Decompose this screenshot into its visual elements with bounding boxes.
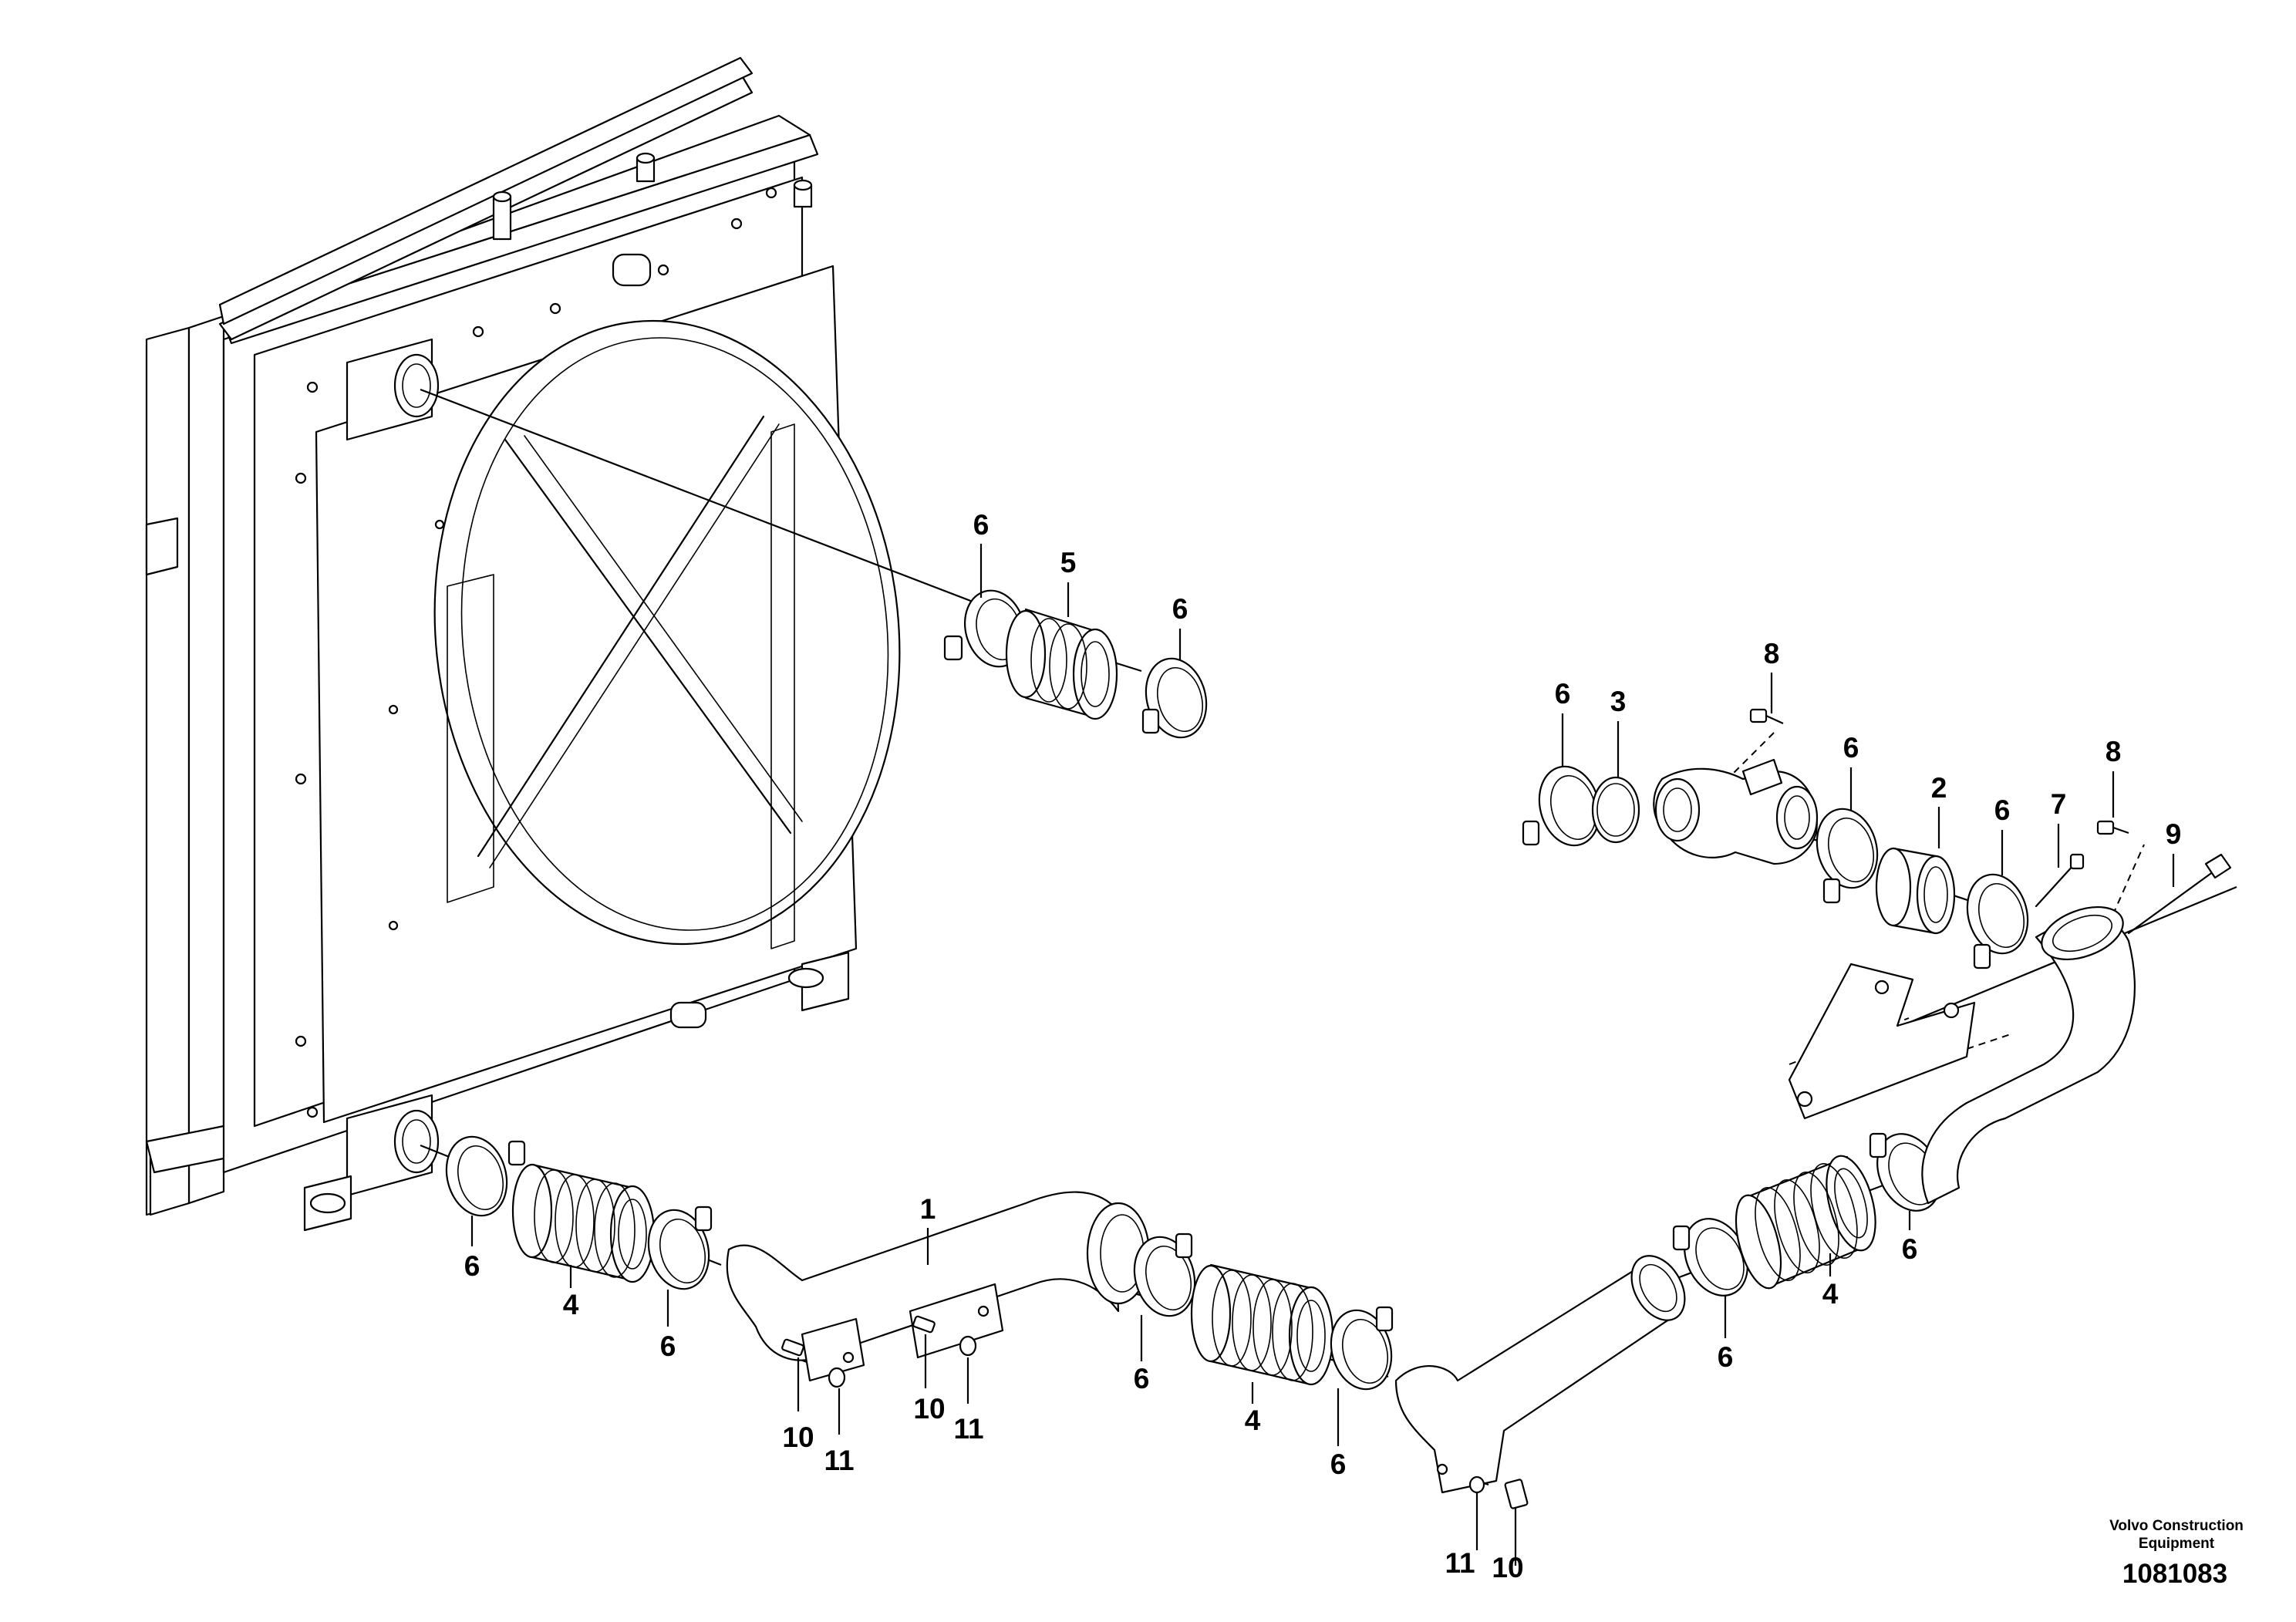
middle-hose-group — [1133, 1233, 1394, 1391]
callout-6: 6 — [1555, 678, 1571, 710]
sleeve-2 — [1875, 847, 1956, 935]
clamp-6-right-upper-mid — [1816, 808, 1879, 904]
frame-bolts — [295, 187, 777, 1118]
brand-line-2: Equipment — [2139, 1536, 2215, 1552]
callout-10: 10 — [913, 1393, 945, 1425]
callout-4: 4 — [1822, 1278, 1839, 1310]
bellows-4-middle — [1190, 1263, 1334, 1386]
callout-11: 11 — [1445, 1547, 1475, 1579]
callout-labels: 6 5 6 8 6 3 6 2 6 7 8 9 1 6 4 6 10 11 10… — [464, 509, 2182, 1583]
right-upper-group — [1522, 708, 2232, 969]
callout-10: 10 — [782, 1421, 814, 1453]
bellows-4-right — [1735, 1155, 1876, 1290]
callout-6: 6 — [1843, 732, 1859, 764]
callout-6: 6 — [1134, 1363, 1150, 1394]
callout-6: 6 — [1718, 1341, 1734, 1373]
callout-10: 10 — [1492, 1552, 1523, 1583]
footer-block: Volvo Construction Equipment 1081083 — [2109, 1518, 2244, 1589]
clamp-6-right-upper-right — [1966, 873, 2029, 969]
callout-6: 6 — [464, 1250, 480, 1282]
clamp-6-middle-left — [1133, 1233, 1196, 1317]
callout-3: 3 — [1610, 686, 1627, 717]
document-number: 1081083 — [2122, 1559, 2227, 1589]
callout-6: 6 — [1994, 794, 2011, 826]
clamp-6-upper-right — [1141, 657, 1208, 739]
clamp-6-middle-right — [1330, 1306, 1394, 1391]
bolt-7 — [2035, 853, 2085, 908]
o-ring-3 — [1591, 776, 1640, 844]
callout-4: 4 — [563, 1289, 579, 1320]
radiator-assembly — [145, 56, 901, 1232]
callout-8: 8 — [2106, 736, 2122, 767]
callout-6: 6 — [1172, 593, 1188, 625]
bolt-8-upper — [1749, 708, 1784, 725]
bolt-8-right — [2096, 820, 2129, 835]
callout-1: 1 — [920, 1193, 936, 1225]
callout-6: 6 — [1330, 1448, 1347, 1480]
callout-5: 5 — [1060, 547, 1077, 578]
callout-11: 11 — [953, 1413, 983, 1445]
callout-4: 4 — [1245, 1404, 1261, 1436]
callout-9: 9 — [2166, 818, 2182, 850]
callout-6: 6 — [660, 1330, 676, 1362]
right-elbow-assembly — [1788, 906, 2136, 1205]
callout-7: 7 — [2051, 788, 2067, 820]
elbow-connector — [1653, 758, 1819, 865]
callout-11: 11 — [824, 1445, 854, 1476]
brand-line-1: Volvo Construction — [2109, 1518, 2244, 1534]
bellows-4-lower-left — [511, 1163, 656, 1283]
label-ticks — [470, 544, 2175, 1446]
callout-8: 8 — [1764, 638, 1780, 669]
clamp-6-lower-left-2 — [647, 1206, 713, 1290]
hose-5-straight — [1005, 608, 1118, 720]
clamp-6-lower-left — [445, 1135, 526, 1217]
callout-6: 6 — [973, 509, 990, 541]
bolt-9-long — [2127, 853, 2232, 935]
upper-hose-group — [943, 589, 1208, 739]
callout-2: 2 — [1931, 772, 1947, 804]
pipe-1 — [726, 1191, 1151, 1382]
callout-6: 6 — [1902, 1233, 1918, 1265]
lower-left-hose-group — [445, 1135, 713, 1290]
bolts-10-11-left — [781, 1315, 977, 1435]
pipe-lower-right — [1394, 1255, 1686, 1566]
